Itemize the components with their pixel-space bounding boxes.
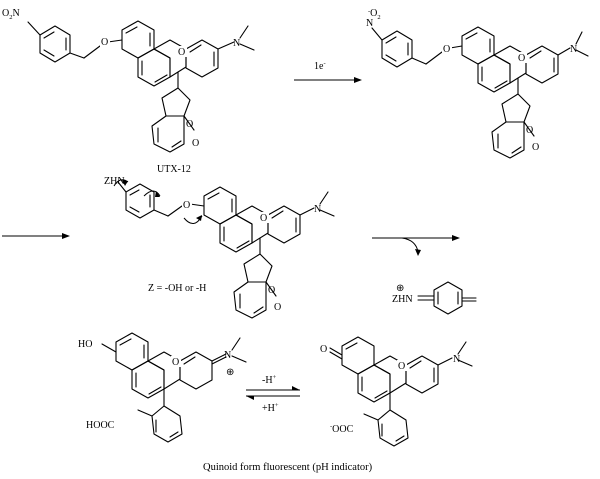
dimethylamino-1: N (233, 38, 240, 49)
hydroxy-label: HO (78, 339, 92, 350)
nitro-n2: N (12, 8, 19, 19)
lactone-oxygen-1: O (186, 119, 193, 130)
ring-oxygen-3: O (260, 213, 267, 224)
quinone-methide-byproduct: ZHN ⊕ (392, 281, 477, 315)
ring-oxygen-5: O (398, 361, 405, 372)
compound-name: UTX-12 (157, 164, 191, 175)
caption: Quinoid form fluorescent (pH indicator) (203, 462, 373, 473)
z-definition: Z = -OH or -H (148, 283, 206, 294)
utx12-structure: O O N O O O2N UTX-12 (2, 8, 255, 175)
equilibrium-arrows: -H+ +H+ (246, 374, 300, 414)
nitro-n: O (2, 8, 9, 19)
reduction-reagent: 1e- (314, 60, 326, 72)
lactone-oxygen-3: O (268, 285, 275, 296)
fragmentation-arrow-in (2, 233, 70, 239)
nitro-label-1: O2N (2, 8, 20, 21)
fragmenting-structure: ZHN O O N O O Z = -OH or -H (104, 176, 335, 319)
dimethylamino-3: N (314, 204, 321, 215)
elimination-arrow (372, 235, 460, 256)
byproduct-label: ZHN (392, 294, 413, 305)
ketone-oxygen: O (320, 344, 327, 355)
dimethylamino-2: N (570, 44, 577, 55)
quinoid-structure: O O N -OOC (320, 336, 473, 447)
ring-oxygen-2: O (518, 53, 525, 64)
cooh-label: HOOC (86, 420, 115, 431)
zhn-label: ZHN (104, 176, 125, 187)
carbonyl-oxygen-3: O (274, 302, 281, 313)
ether-oxygen-1: O (101, 37, 108, 48)
nitro-sub: 2 (9, 14, 12, 21)
carbonyl-oxygen-1: O (192, 138, 199, 149)
iminium-n: N (224, 350, 231, 361)
reduction-arrow: 1e- (294, 60, 362, 83)
deprotonation-label: -H+ (262, 374, 277, 386)
ether-oxygen-3: O (183, 200, 190, 211)
ring-oxygen-4: O (172, 357, 179, 368)
iminium-structure: HO O N ⊕ HOOC (78, 332, 247, 443)
reduced-structure: O O N O O -O2 N (366, 8, 589, 159)
nitro-label-2: -O2 (368, 8, 381, 21)
lactone-oxygen-2: O (526, 125, 533, 136)
carboxylate-label: -OOC (330, 423, 354, 435)
protonation-label: +H+ (262, 402, 279, 414)
ring-oxygen-1: O (178, 47, 185, 58)
nitro-n-2: N (366, 18, 373, 29)
iminium-charge: ⊕ (226, 367, 234, 378)
ether-oxygen-2: O (443, 44, 450, 55)
byproduct-charge: ⊕ (396, 283, 404, 294)
dimethylamino-5: N (453, 354, 460, 365)
carbonyl-oxygen-2: O (532, 142, 539, 153)
